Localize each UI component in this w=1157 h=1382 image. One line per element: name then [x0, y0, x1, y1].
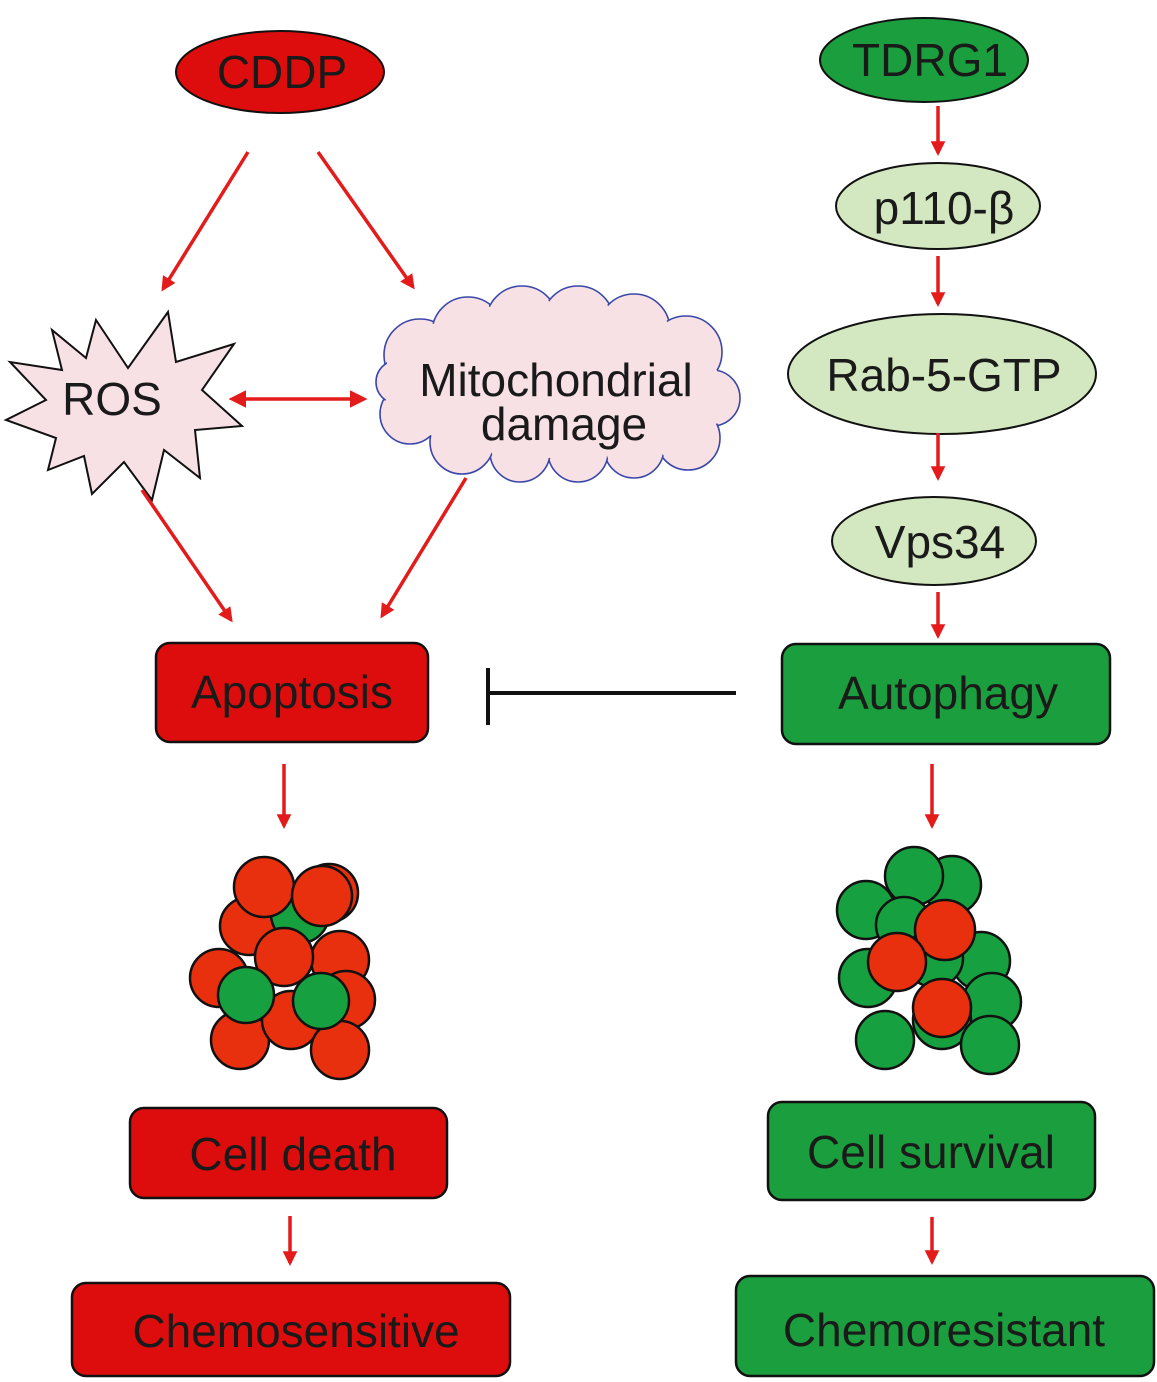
ros-label: ROS: [62, 373, 162, 425]
chemosensitive-node: Chemosensitive: [70, 1281, 512, 1378]
rab5-label: Rab-5-GTP: [826, 349, 1061, 401]
cell-cluster-surviving: [835, 845, 1023, 1076]
arrow-cddp-to-ros: [161, 151, 250, 292]
cell-death-node: Cell death: [128, 1106, 449, 1200]
cell: [959, 1014, 1021, 1076]
rab5-node: Rab-5-GTP: [787, 313, 1097, 435]
cddp-node: CDDP: [175, 30, 385, 114]
chemoresistant-node: Chemoresistant: [734, 1274, 1156, 1378]
autophagy-label: Autophagy: [838, 667, 1058, 719]
cell: [232, 855, 296, 919]
mito-damage-node: Mitochondrial damage: [375, 285, 741, 483]
apoptosis-label: Apoptosis: [191, 666, 393, 718]
autophagy-node: Autophagy: [780, 642, 1112, 746]
cddp-label: CDDP: [217, 46, 347, 98]
cell: [290, 864, 354, 928]
inhibition-autophagy-apoptosis: [486, 668, 736, 725]
cell-survival-node: Cell survival: [766, 1100, 1097, 1202]
mito-label-line1: Mitochondrial: [419, 354, 693, 406]
arrow-cddp-to-mito: [316, 150, 415, 290]
cell: [866, 931, 928, 993]
cell: [911, 977, 973, 1039]
apoptosis-node: Apoptosis: [154, 641, 430, 744]
cell-survival-label: Cell survival: [807, 1126, 1055, 1178]
tdrg1-label: TDRG1: [852, 34, 1008, 86]
tdrg1-node: TDRG1: [819, 17, 1029, 103]
vps34-label: Vps34: [875, 516, 1005, 568]
chemoresistant-label: Chemoresistant: [783, 1304, 1105, 1356]
mito-label-line2: damage: [481, 398, 647, 450]
cell: [216, 965, 276, 1025]
cell: [291, 971, 351, 1031]
chemosensitive-label: Chemosensitive: [132, 1305, 459, 1357]
cell: [913, 898, 977, 962]
ros-node: ROS: [3, 309, 245, 503]
cell: [883, 845, 945, 907]
arrow-ros-to-apoptosis: [140, 489, 233, 623]
cell-death-label: Cell death: [189, 1128, 396, 1180]
p110-node: p110-β: [835, 162, 1041, 250]
vps34-node: Vps34: [831, 496, 1037, 586]
arrow-mito-to-apoptosis: [380, 477, 468, 619]
cell: [253, 926, 315, 988]
cell: [854, 1009, 916, 1071]
cell-cluster-dying: [188, 855, 377, 1081]
p110-label: p110-β: [874, 182, 1015, 234]
